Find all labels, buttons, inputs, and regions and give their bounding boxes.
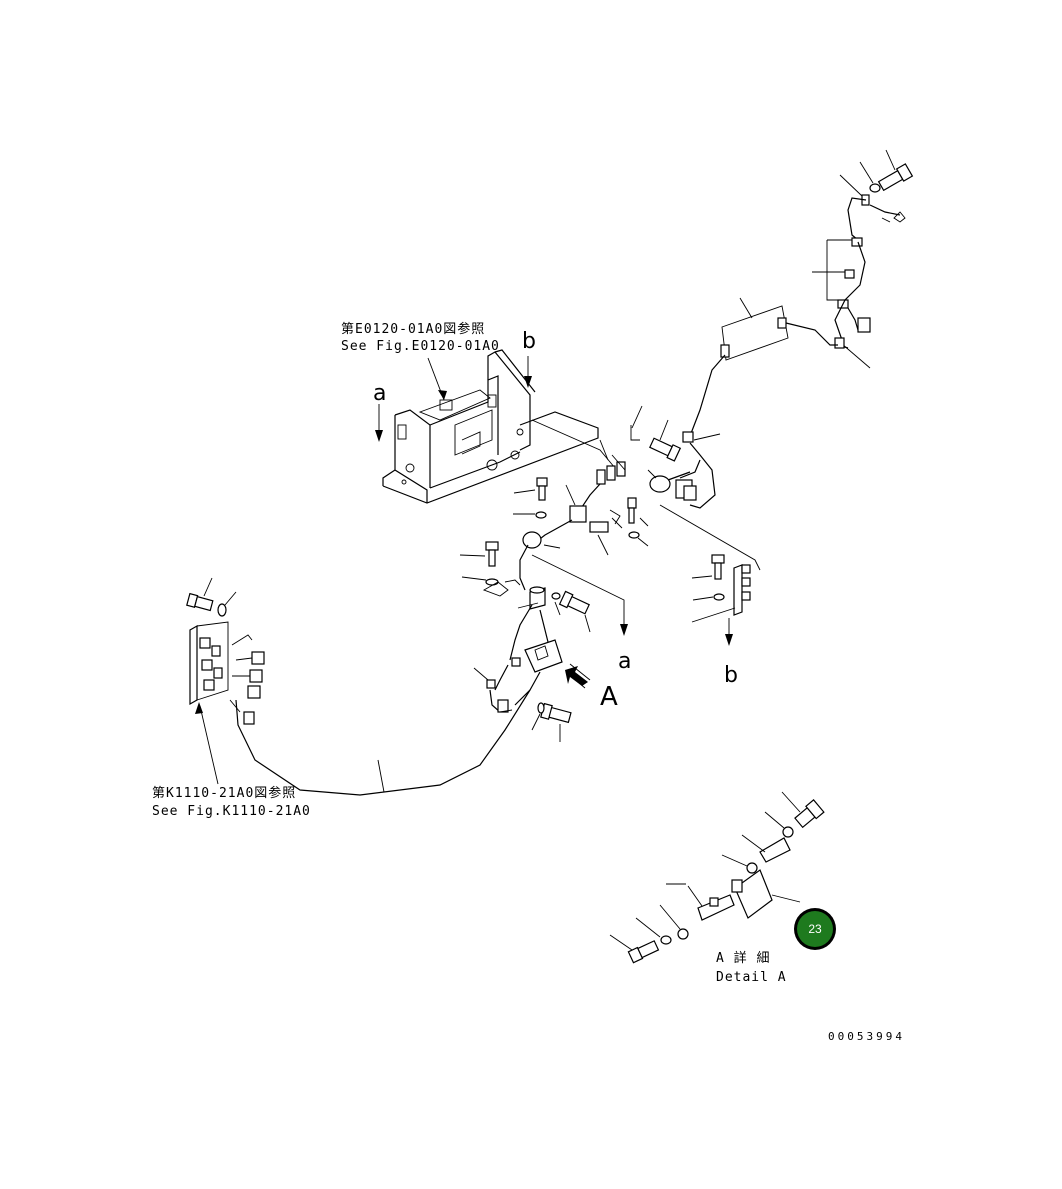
view-marker-a-top: a <box>373 381 386 406</box>
badge-number: 23 <box>808 922 822 936</box>
arrow-a-top-icon <box>375 404 383 442</box>
left-relay-panel <box>186 577 265 785</box>
detail-title-en: Detail A <box>716 970 787 985</box>
view-marker-a-bottom: a <box>618 649 631 674</box>
middle-clamps <box>459 541 591 742</box>
detail-A-assembly <box>609 791 825 964</box>
center-connectors <box>513 405 761 636</box>
reference-lower-jp: 第K1110-21A0図参照 <box>152 785 296 801</box>
arrow-b-top-icon <box>524 356 532 388</box>
frame-assembly <box>382 349 616 504</box>
bolt-540 <box>536 477 548 501</box>
view-marker-b-top: b <box>522 329 536 354</box>
detail-title-jp: A 詳 細 <box>716 950 770 966</box>
reference-upper-leader <box>427 357 447 401</box>
drawing-number: 00053994 <box>828 1030 905 1043</box>
view-arrow-A-icon <box>565 663 591 689</box>
right-bracket <box>691 554 751 646</box>
view-marker-A: A <box>600 682 618 712</box>
reference-upper-jp: 第E0120-01A0図参照 <box>341 321 485 337</box>
page-number-badge[interactable]: 23 <box>794 908 836 950</box>
reference-upper-en: See Fig.E0120-01A0 <box>341 339 500 354</box>
reference-lower-en: See Fig.K1110-21A0 <box>152 804 311 819</box>
view-marker-b-bottom: b <box>724 663 738 688</box>
upper-right-harness <box>689 149 914 437</box>
long-harness <box>235 689 531 796</box>
